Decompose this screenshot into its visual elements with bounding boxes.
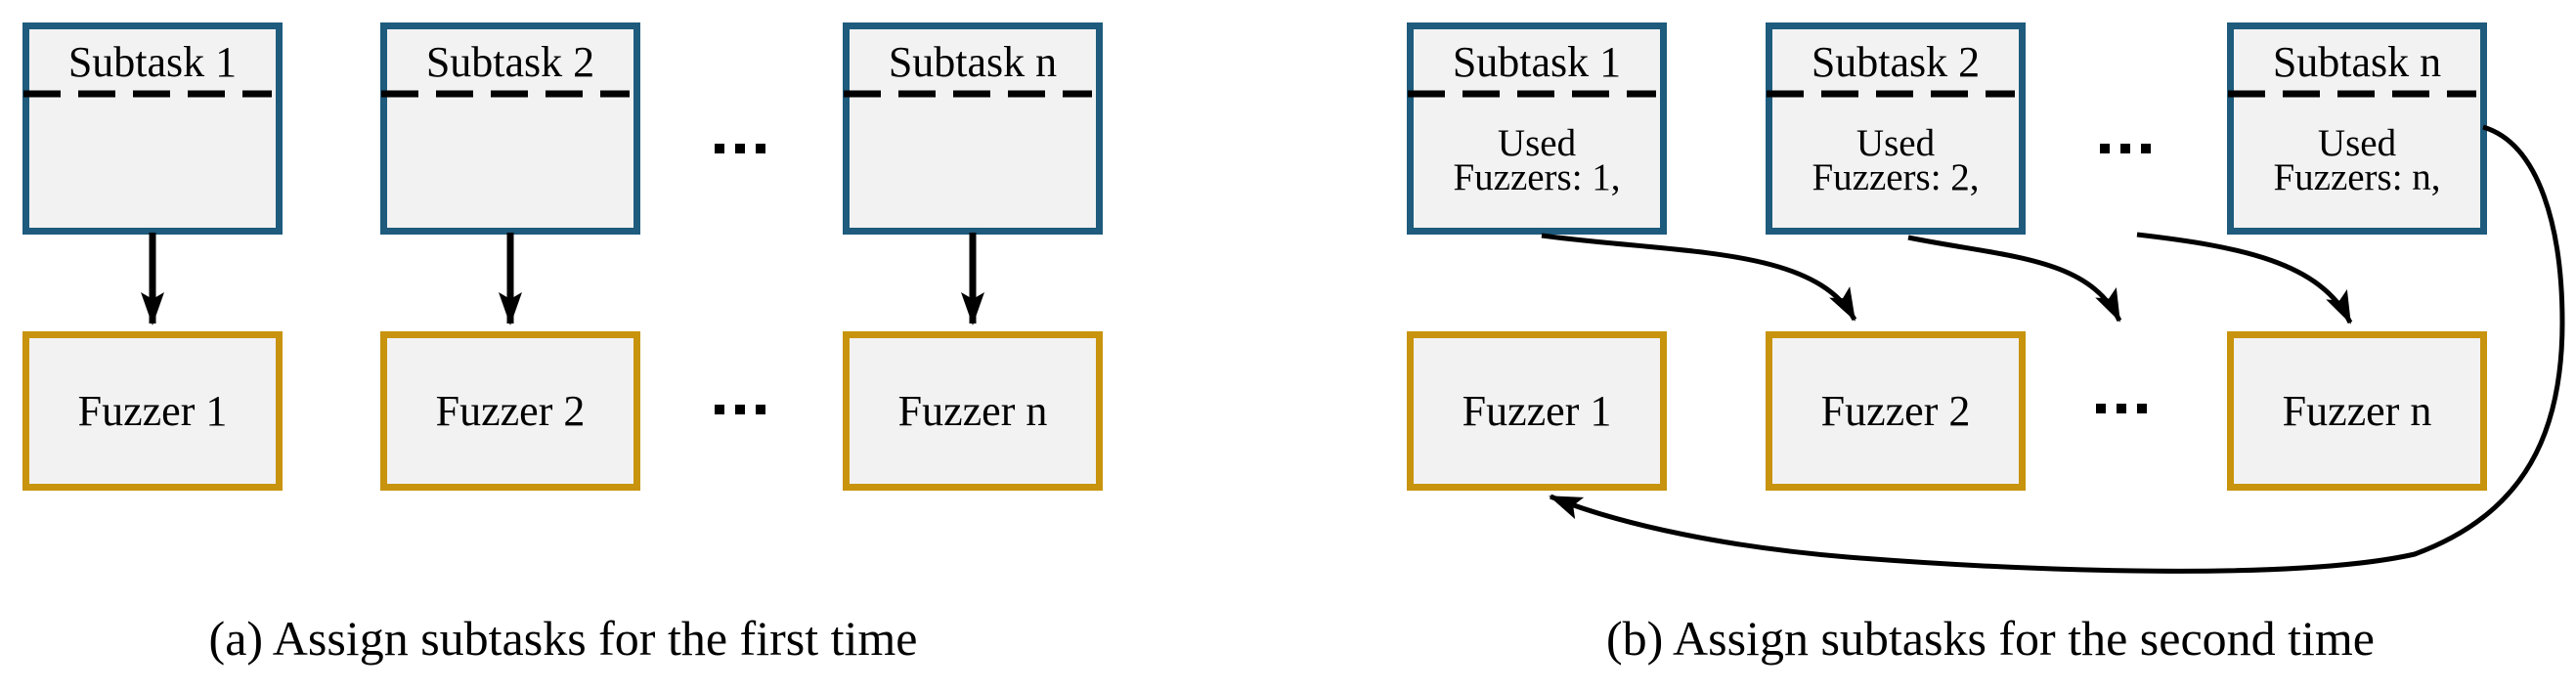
dot-icon: [715, 144, 724, 153]
reassign-arrow-subtask2-dots: [1907, 235, 2122, 323]
fuzzer-a-n-label: Fuzzer n: [897, 386, 1048, 435]
fuzzer-a-2: Fuzzer 2: [380, 331, 640, 491]
fuzzers-line: Fuzzers: 1,: [1453, 156, 1621, 198]
fuzzer-a-1: Fuzzer 1: [22, 331, 283, 491]
subtask-b-2-used-fuzzers: Used Fuzzers: 2,: [1772, 122, 2019, 198]
subtask-a-2: Subtask 2: [380, 22, 640, 235]
subtask-b-n: Subtask n Used Fuzzers: n,: [2227, 22, 2487, 235]
dot-icon: [2100, 144, 2110, 153]
subtask-b-n-used-fuzzers: Used Fuzzers: n,: [2234, 122, 2480, 198]
subtask-b-2: Subtask 2 Used Fuzzers: 2,: [1766, 22, 2026, 235]
dot-icon: [2120, 144, 2130, 153]
ellipsis-dots-b-subtasks: [2100, 144, 2151, 153]
dot-icon: [2141, 144, 2151, 153]
subtask-a-n-label: Subtask n: [888, 38, 1058, 86]
fuzzer-b-n: Fuzzer n: [2227, 331, 2487, 491]
dot-icon: [2117, 404, 2126, 413]
dot-icon: [735, 144, 745, 153]
fuzzers-line: Fuzzers: 2,: [1812, 156, 1980, 198]
subtask-b-1: Subtask 1 Used Fuzzers: 1,: [1407, 22, 1667, 235]
ellipsis-dots-a-subtasks: [715, 144, 765, 153]
fuzzer-a-n: Fuzzer n: [843, 331, 1103, 491]
dot-icon: [756, 144, 765, 153]
ellipsis-dots-a-fuzzers: [715, 405, 765, 414]
subtask-b-n-label: Subtask n: [2272, 38, 2442, 86]
fuzzers-line: Fuzzers: n,: [2273, 156, 2441, 198]
subtask-b-2-label: Subtask 2: [1811, 38, 1981, 86]
dot-icon: [756, 405, 765, 414]
caption-b: (b) Assign subtasks for the second time: [1605, 611, 2376, 666]
used-line: Used: [2317, 122, 2397, 164]
reassign-arrow-subtask1-fuzzer2: [1541, 233, 1857, 322]
used-line: Used: [1856, 122, 1936, 164]
fuzzer-a-1-label: Fuzzer 1: [77, 386, 228, 435]
dot-icon: [715, 405, 724, 414]
subtask-a-1-label: Subtask 1: [67, 38, 238, 86]
subtask-b-1-label: Subtask 1: [1452, 38, 1622, 86]
fuzzer-b-n-label: Fuzzer n: [2282, 386, 2432, 435]
used-line: Used: [1497, 122, 1577, 164]
reassign-arrow-dots-fuzzern: [2136, 232, 2353, 324]
caption-a: (a) Assign subtasks for the first time: [208, 611, 918, 666]
dot-icon: [735, 405, 745, 414]
fuzzer-a-2-label: Fuzzer 2: [435, 386, 586, 435]
fuzzer-b-2-label: Fuzzer 2: [1820, 386, 1971, 435]
subtask-b-1-used-fuzzers: Used Fuzzers: 1,: [1414, 122, 1660, 198]
subtask-a-1: Subtask 1: [22, 22, 283, 235]
subtask-a-2-label: Subtask 2: [425, 38, 595, 86]
dot-icon: [2137, 404, 2147, 413]
fuzzer-b-1: Fuzzer 1: [1407, 331, 1667, 491]
ellipsis-dots-b-fuzzers: [2096, 404, 2147, 413]
subtask-a-n: Subtask n: [843, 22, 1103, 235]
fuzzer-b-1-label: Fuzzer 1: [1462, 386, 1612, 435]
fuzzer-b-2: Fuzzer 2: [1766, 331, 2026, 491]
dot-icon: [2096, 404, 2106, 413]
